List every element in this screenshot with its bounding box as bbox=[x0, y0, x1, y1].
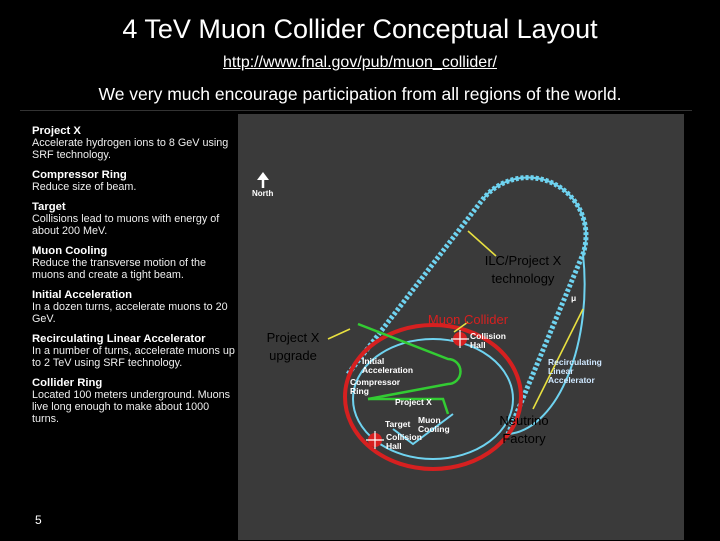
page-number: 5 bbox=[35, 513, 42, 527]
legend-heading: Initial Acceleration bbox=[32, 289, 133, 301]
legend-description: In a dozen turns, accelerate muons to 20… bbox=[32, 301, 228, 325]
legend-heading: Collider Ring bbox=[32, 377, 103, 389]
callout-line-neutrino bbox=[532, 308, 584, 410]
collider-ring bbox=[343, 323, 523, 471]
legend-description: In a number of turns, accelerate muons u… bbox=[32, 345, 235, 369]
mu-label: μ bbox=[571, 293, 577, 303]
callout-neutrino-factory: Neutrino Factory bbox=[499, 413, 549, 446]
callout-muon-collider: Muon Collider bbox=[427, 312, 509, 327]
site-map-drawing: North bbox=[238, 114, 684, 540]
legend-description: Reduce size of beam. bbox=[32, 181, 137, 193]
project-x-label: Project X bbox=[395, 397, 432, 407]
legend-item-muon-cooling: Muon Cooling Reduce the transverse motio… bbox=[32, 245, 237, 281]
compressor-ring-label: Compressor Ring bbox=[350, 377, 401, 396]
legend-description: Accelerate hydrogen ions to 8 GeV using … bbox=[32, 137, 229, 161]
muon-cooling-label: Muon Cooling bbox=[418, 415, 450, 434]
legend-heading: Muon Cooling bbox=[32, 245, 108, 257]
legend-heading: Project X bbox=[32, 125, 81, 137]
legend-heading: Recirculating Linear Accelerator bbox=[32, 333, 206, 345]
initial-acceleration-ring bbox=[352, 338, 514, 460]
collision-hall-icon bbox=[451, 330, 469, 348]
legend-item-compressor-ring: Compressor Ring Reduce size of beam. bbox=[32, 169, 237, 193]
legend-heading: Target bbox=[32, 201, 66, 213]
legend-item-initial-acceleration: Initial Acceleration In a dozen turns, a… bbox=[32, 289, 237, 325]
north-arrow-icon bbox=[257, 172, 269, 188]
initial-acceleration-label: Initial Acceleration bbox=[362, 356, 414, 375]
callout-project-x-upgrade: Project X upgrade bbox=[266, 330, 320, 363]
callout-line-muon-collider bbox=[453, 321, 469, 333]
project-url-link[interactable]: http://www.fnal.gov/pub/muon_collider/ bbox=[223, 54, 497, 71]
project-x-return bbox=[368, 397, 450, 415]
page-title: 4 TeV Muon Collider Conceptual Layout bbox=[122, 14, 598, 44]
racetrack-arc-top bbox=[482, 176, 587, 255]
callout-line-project-x bbox=[327, 328, 351, 340]
legend-description: Reduce the transverse motion of the muon… bbox=[32, 257, 207, 281]
recirculating-linac-label: Recirculating Linear Accelerator bbox=[548, 357, 602, 385]
legend: Project X Accelerate hydrogen ions to 8 … bbox=[32, 125, 237, 433]
site-map: North Collision Hall Coll bbox=[238, 114, 684, 540]
legend-description: Located 100 meters underground. Muons li… bbox=[32, 389, 231, 425]
collision-hall-label: Collision Hall bbox=[470, 331, 506, 350]
project-x-line bbox=[357, 322, 462, 401]
muon-cooling-line bbox=[392, 413, 454, 446]
collision-hall-icon bbox=[366, 431, 384, 449]
page-subtitle: We very much encourage participation fro… bbox=[98, 84, 622, 104]
callout-ilc-project-x: ILC/Project X technology bbox=[484, 253, 562, 286]
neutrino-ring-arc bbox=[507, 253, 586, 435]
target-label: Target bbox=[385, 419, 411, 429]
legend-description: Collisions lead to muons with energy of … bbox=[32, 213, 220, 237]
callout-line-ilc bbox=[467, 230, 497, 257]
legend-item-recirculating-linac: Recirculating Linear Accelerator In a nu… bbox=[32, 333, 237, 369]
legend-item-collider-ring: Collider Ring Located 100 meters undergr… bbox=[32, 377, 237, 425]
collision-hall-label: Collision Hall bbox=[386, 432, 422, 451]
legend-item-target: Target Collisions lead to muons with ene… bbox=[32, 201, 237, 237]
north-label: North bbox=[252, 189, 273, 198]
legend-item-project-x: Project X Accelerate hydrogen ions to 8 … bbox=[32, 125, 237, 161]
legend-heading: Compressor Ring bbox=[32, 169, 127, 181]
